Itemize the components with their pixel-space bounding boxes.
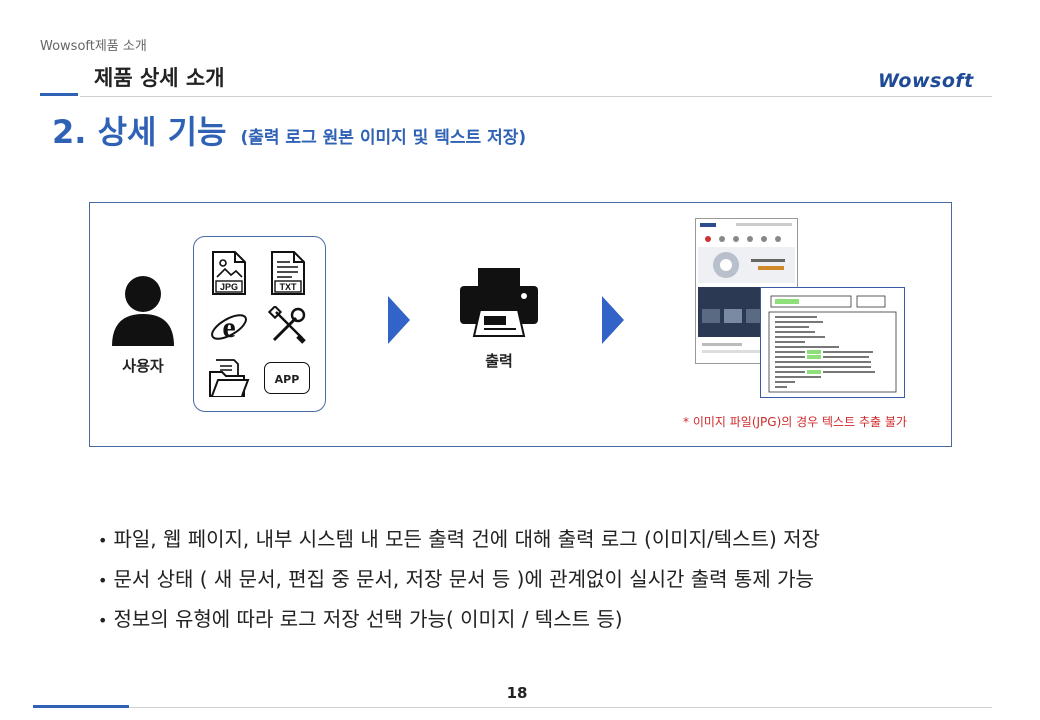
feature-item: 문서 상태 ( 새 문서, 편집 중 문서, 저장 문서 등 )에 관계없이 실…: [98, 560, 820, 600]
svg-text:e: e: [222, 311, 235, 344]
document-sources-box: [193, 236, 326, 412]
wowsoft-logo: Wowsoft: [878, 70, 974, 92]
internet-explorer-icon: e: [211, 311, 247, 344]
section-heading: 2. 상세 기능 (출력 로그 원본 이미지 및 텍스트 저장): [52, 107, 526, 153]
jpg-note: * 이미지 파일(JPG)의 경우 텍스트 추출 불가: [683, 415, 907, 429]
footer-divider: [129, 707, 992, 708]
app-label: APP: [274, 373, 300, 386]
tools-icon: [268, 306, 306, 344]
print-log-diagram: [89, 202, 952, 447]
jpg-label: JPG: [220, 282, 238, 292]
section-subheading: (출력 로그 원본 이미지 및 텍스트 저장): [240, 128, 527, 148]
jpg-file-icon: JPG: [212, 251, 246, 295]
footer-accent-bar: [33, 705, 129, 708]
header-divider: [80, 96, 992, 97]
user-icon: [112, 276, 174, 346]
printer-icon: [460, 268, 538, 337]
user-label: 사용자: [122, 357, 164, 375]
page-number: 18: [506, 684, 528, 702]
feature-item: 정보의 유형에 따라 로그 저장 선택 가능( 이미지 / 텍스트 등): [98, 600, 820, 640]
app-badge-icon: APP: [264, 362, 310, 394]
captured-text-log: [760, 287, 905, 398]
section-heading-text: 2. 상세 기능: [52, 113, 227, 151]
flow-arrow-icon: [602, 296, 624, 344]
txt-label: TXT: [280, 282, 298, 292]
breadcrumb: Wowsoft제품 소개: [40, 39, 147, 54]
printer-label: 출력: [485, 352, 513, 370]
feature-list: 파일, 웹 페이지, 내부 시스템 내 모든 출력 건에 대해 출력 로그 (이…: [98, 520, 820, 640]
flow-arrow-icon: [388, 296, 410, 344]
header-accent-bar: [40, 93, 78, 96]
page-title: 제품 상세 소개: [94, 66, 225, 90]
folder-documents-icon: [209, 359, 250, 397]
feature-item: 파일, 웹 페이지, 내부 시스템 내 모든 출력 건에 대해 출력 로그 (이…: [98, 520, 820, 560]
txt-file-icon: TXT: [271, 251, 305, 295]
